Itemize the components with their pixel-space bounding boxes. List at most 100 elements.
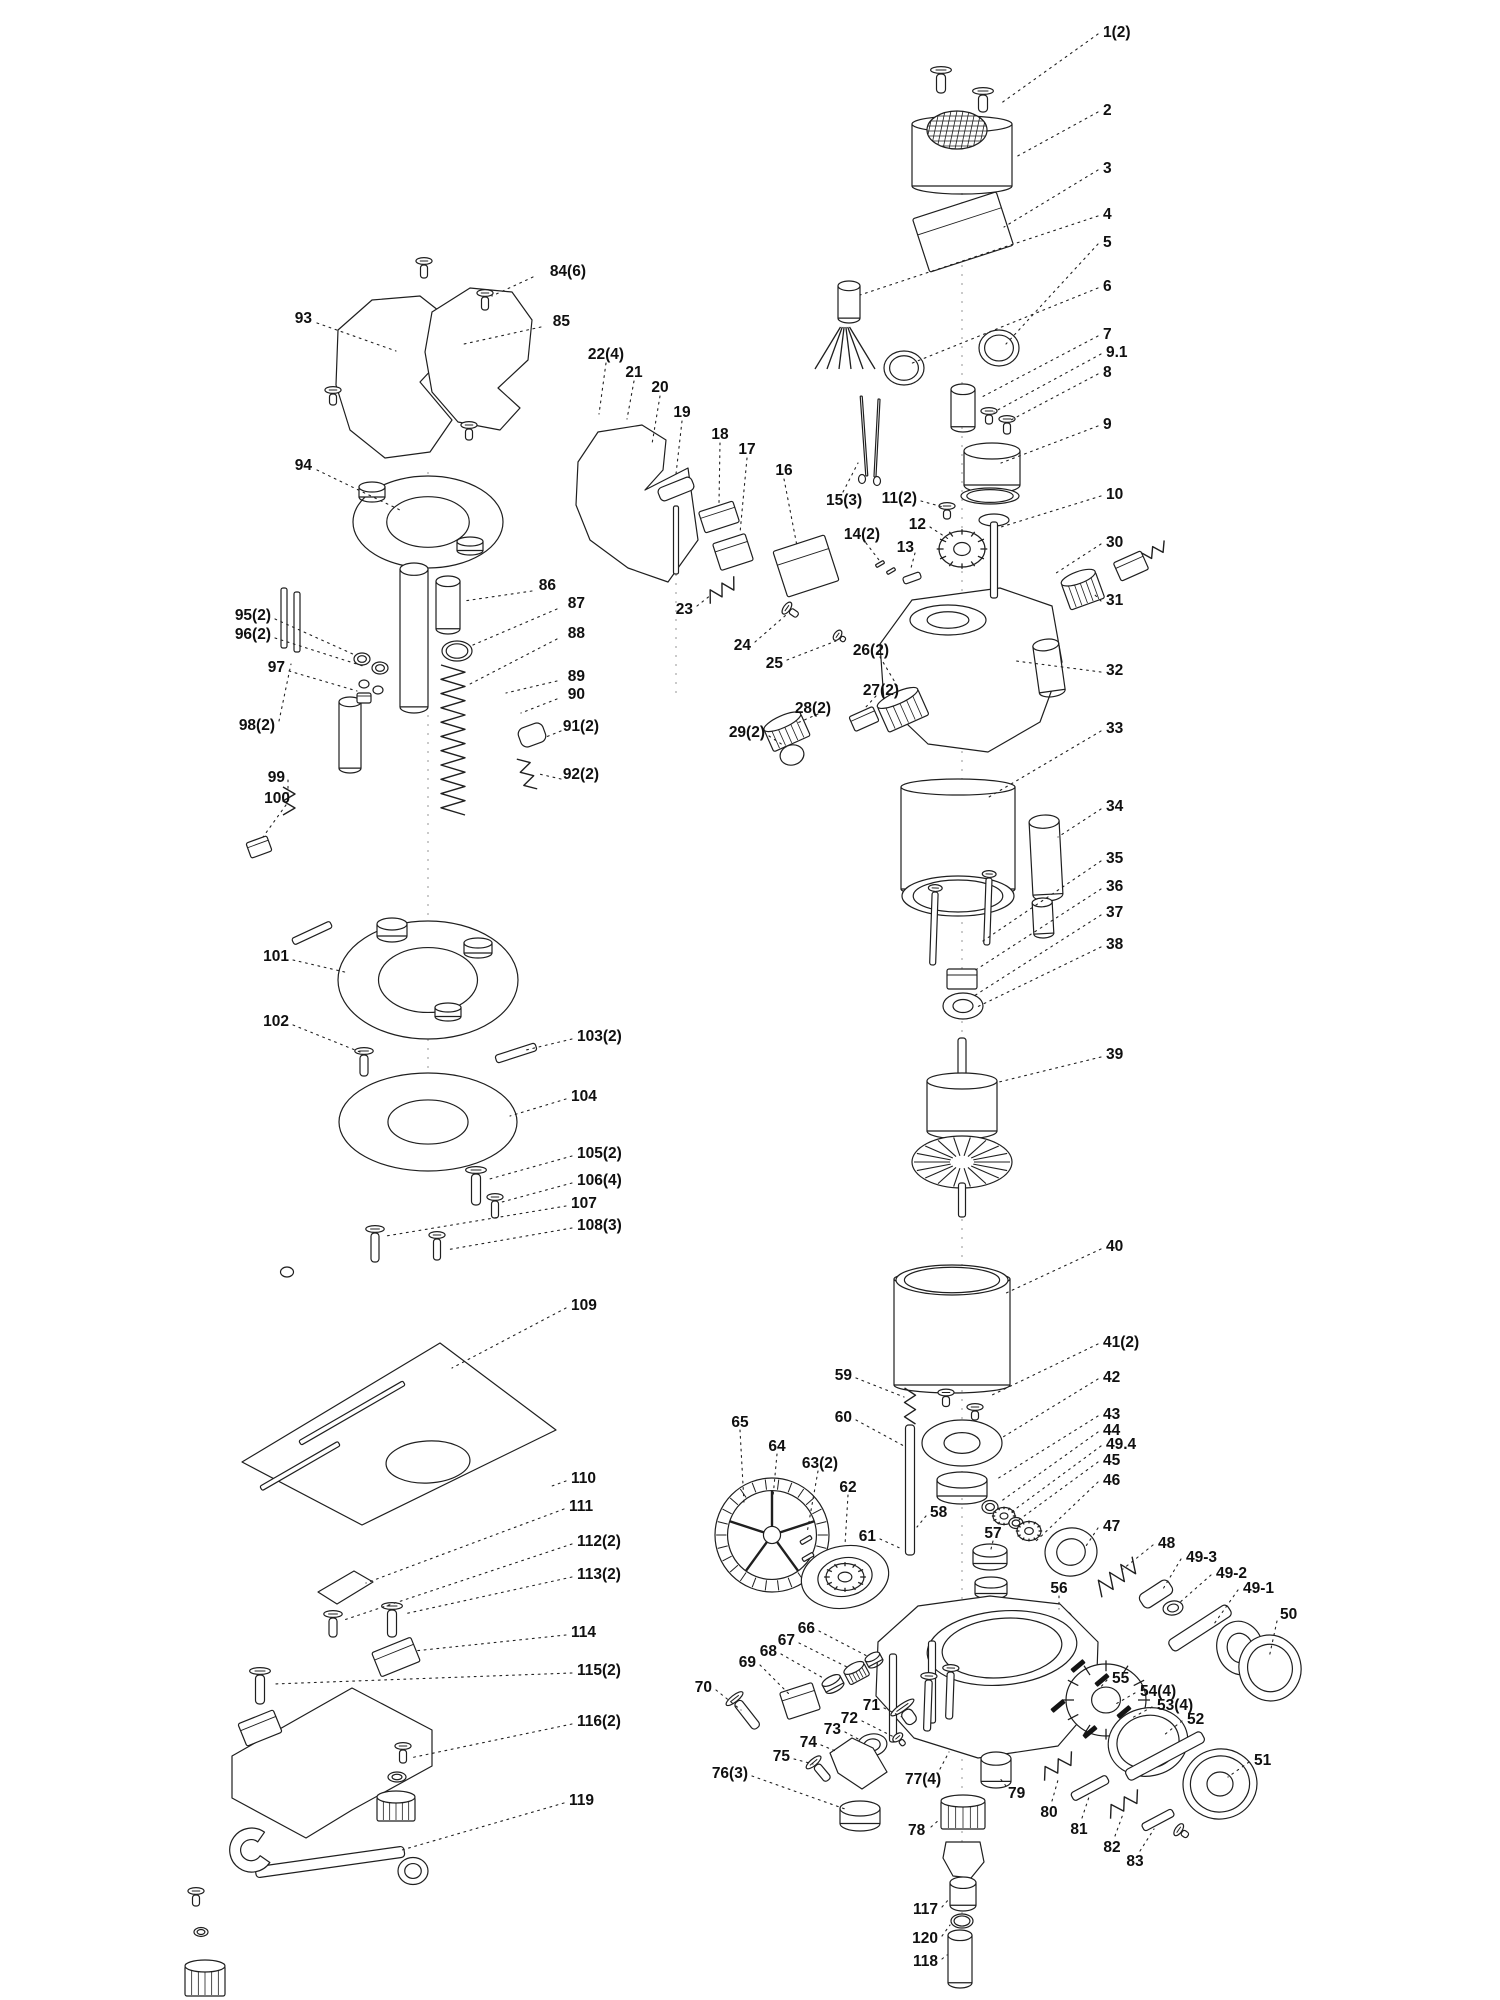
carbon-brush-30 — [1113, 550, 1149, 582]
base-bore — [926, 1609, 1078, 1687]
pin-103 — [494, 1042, 538, 1064]
spring-82 — [1109, 1789, 1139, 1819]
part-label-53(4): 53(4) — [1157, 1697, 1193, 1714]
wrench-jaw-119 — [229, 1827, 271, 1873]
handwheel-64-65 — [714, 1477, 830, 1593]
part-label-25: 25 — [766, 655, 784, 672]
part-label-104: 104 — [571, 1088, 597, 1105]
part-label-77(4): 77(4) — [905, 1771, 941, 1788]
part-label-109: 109 — [571, 1297, 597, 1314]
part-label-34: 34 — [1106, 798, 1124, 815]
screw-84c — [324, 386, 342, 406]
leader-line-49-2 — [1177, 1574, 1212, 1605]
boot-7 — [950, 383, 976, 433]
part-label-9.1: 9.1 — [1106, 344, 1128, 361]
spring-48 — [1097, 1556, 1137, 1598]
clip-63a — [799, 1535, 813, 1545]
block-16 — [772, 534, 840, 598]
part-label-41(2): 41(2) — [1103, 1334, 1139, 1351]
leader-line-37 — [973, 914, 1102, 997]
part-label-86: 86 — [539, 577, 557, 594]
leader-line-68 — [780, 1653, 826, 1680]
leader-line-33 — [988, 730, 1102, 798]
leader-line-1(2) — [999, 33, 1099, 105]
stop-91 — [517, 722, 547, 748]
leader-line-78 — [930, 1818, 941, 1828]
leader-line-69 — [759, 1664, 790, 1695]
spring-88 — [440, 664, 466, 816]
leader-line-96(2) — [274, 637, 364, 667]
leader-line-40 — [1003, 1248, 1102, 1295]
part-label-118: 118 — [913, 1953, 938, 1970]
knob-100 — [245, 835, 273, 859]
leader-line-38 — [976, 946, 1102, 1008]
part-label-110: 110 — [571, 1470, 596, 1487]
screw-8 — [998, 415, 1016, 435]
part-label-107: 107 — [571, 1195, 597, 1212]
part-label-99: 99 — [268, 769, 286, 786]
pin-55b — [1094, 1673, 1110, 1687]
leader-line-113(2) — [403, 1576, 573, 1615]
leader-line-31 — [1091, 591, 1102, 602]
leader-line-55 — [1098, 1679, 1108, 1690]
plate-slot-a — [298, 1380, 406, 1446]
part-label-47: 47 — [1103, 1518, 1120, 1535]
part-label-64: 64 — [768, 1438, 786, 1455]
pin-55a — [1070, 1659, 1086, 1673]
nut-97 — [356, 692, 372, 704]
leader-line-84(6) — [491, 276, 534, 297]
carbon-brush-27 — [848, 706, 880, 732]
part-label-31: 31 — [1106, 592, 1124, 609]
screw-108 — [428, 1231, 446, 1261]
leader-line-24 — [754, 614, 787, 643]
screw-24 — [781, 601, 799, 618]
leader-line-105(2) — [485, 1155, 573, 1181]
leader-line-23 — [696, 594, 712, 607]
part-label-113(2): 113(2) — [577, 1566, 621, 1583]
part-label-75: 75 — [773, 1748, 791, 1765]
part-label-4: 4 — [1103, 206, 1112, 223]
screw-41a — [937, 1388, 955, 1408]
leader-line-53(4) — [1129, 1706, 1153, 1720]
spring-80 — [1043, 1751, 1073, 1781]
nut-96b — [372, 685, 384, 695]
part-label-112(2): 112(2) — [577, 1533, 621, 1550]
guide-post-a — [888, 1653, 898, 1743]
flange-42 — [921, 1419, 1003, 1467]
clamp-boss-a — [376, 917, 408, 943]
ring-43 — [936, 1471, 988, 1505]
part-label-49-3: 49-3 — [1186, 1549, 1217, 1566]
part-label-92(2): 92(2) — [563, 766, 599, 783]
screw-84a — [415, 257, 433, 279]
bushing-76 — [839, 1800, 881, 1832]
plunge-post-a — [399, 562, 429, 714]
collar-49-2 — [1162, 1600, 1184, 1616]
leader-line-120 — [941, 1924, 951, 1937]
leader-line-77(4) — [939, 1751, 950, 1770]
leader-line-91(2) — [545, 730, 562, 738]
armature-39 — [926, 1072, 998, 1140]
bolt-113 — [381, 1602, 403, 1638]
part-label-45: 45 — [1103, 1452, 1121, 1469]
part-label-89: 89 — [568, 668, 586, 685]
leader-line-51 — [1227, 1761, 1250, 1778]
shaft-49-1 — [1168, 1604, 1232, 1652]
leader-line-50 — [1268, 1620, 1278, 1659]
washer-116 — [387, 1771, 407, 1783]
leader-line-103(2) — [525, 1038, 573, 1051]
o-ring-6 — [883, 350, 925, 386]
wire-15a — [859, 395, 869, 477]
part-label-60: 60 — [835, 1409, 852, 1426]
leader-line-93 — [316, 322, 397, 352]
leader-line-52 — [1163, 1720, 1183, 1736]
part-label-82: 82 — [1103, 1839, 1120, 1856]
part-label-76(3): 76(3) — [712, 1765, 748, 1782]
part-label-39: 39 — [1106, 1046, 1124, 1063]
collet-117 — [949, 1876, 977, 1912]
part-label-66: 66 — [798, 1620, 816, 1637]
part-label-9: 9 — [1103, 416, 1112, 433]
leader-line-58 — [916, 1515, 927, 1528]
part-label-51: 51 — [1254, 1752, 1272, 1769]
screw-75 — [805, 1755, 831, 1782]
part-label-72: 72 — [841, 1710, 858, 1727]
